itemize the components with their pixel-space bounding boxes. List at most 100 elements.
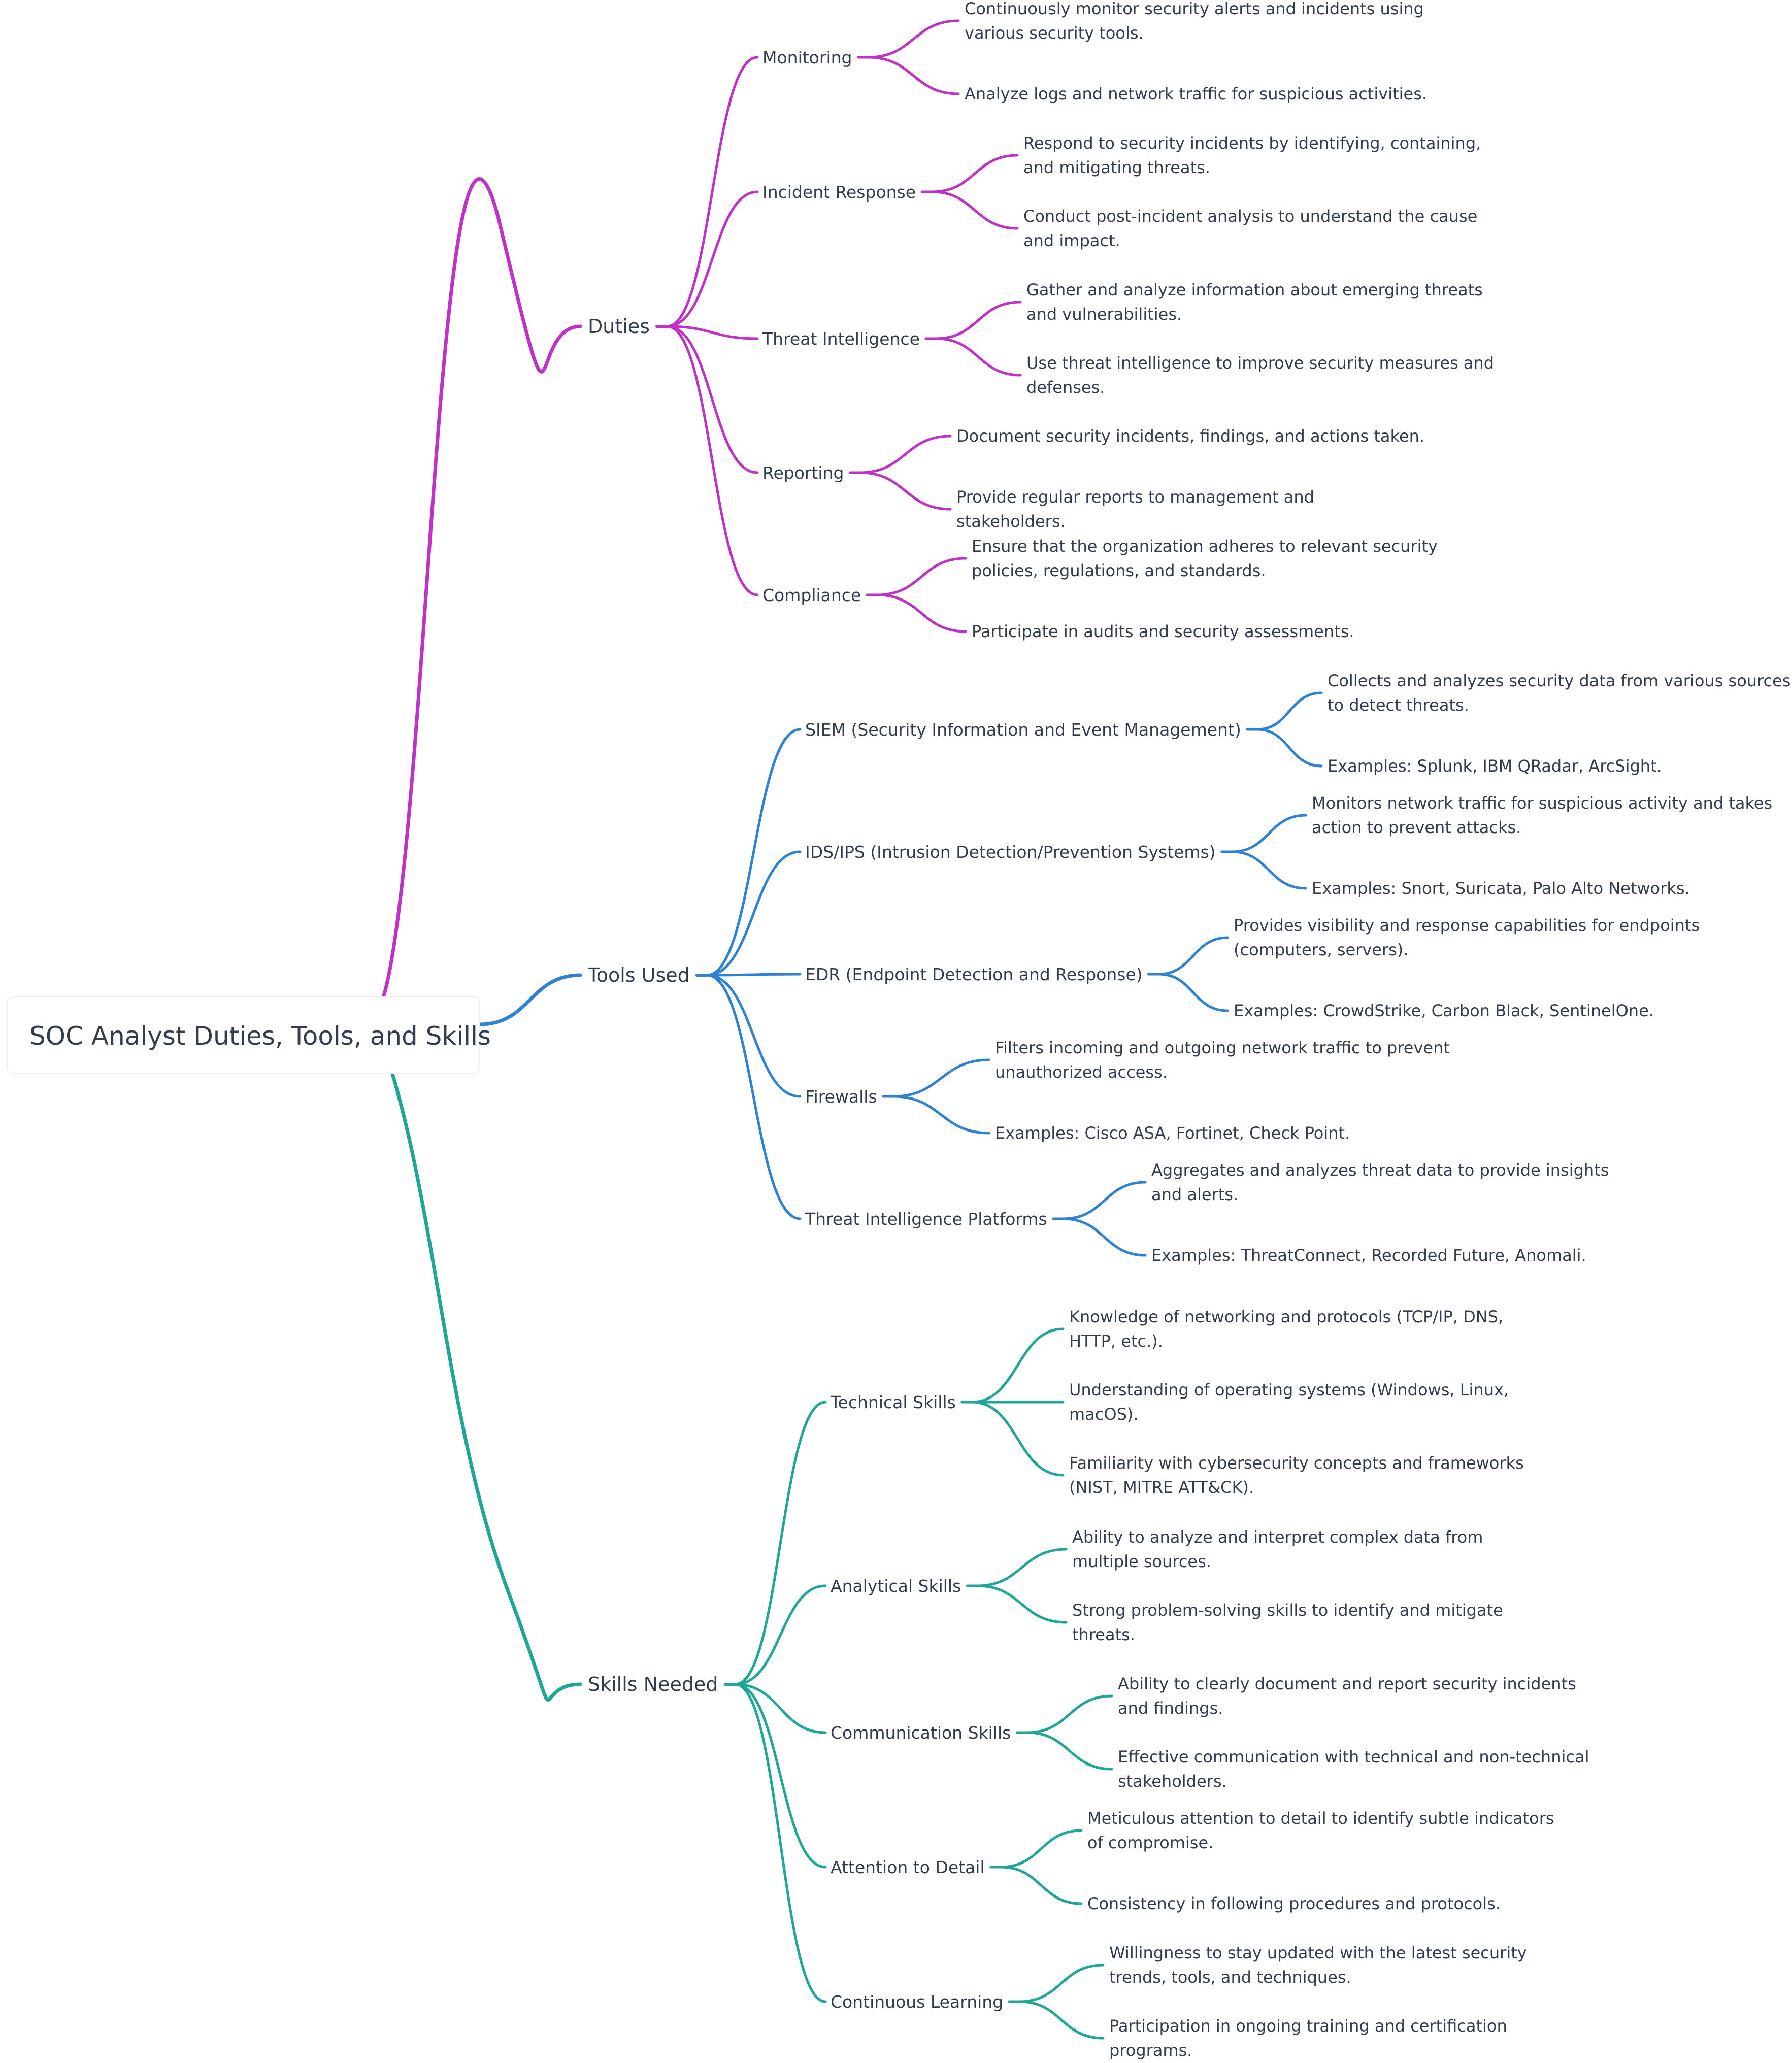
detail-text: Meticulous attention to detail to identi…	[1087, 1809, 1554, 1828]
detail-text: Familiarity with cybersecurity concepts …	[1069, 1453, 1524, 1473]
branch-connector-1	[478, 973, 582, 1026]
topic-label: IDS/IPS (Intrusion Detection/Prevention …	[805, 842, 1216, 862]
detail-connector	[876, 593, 967, 633]
detail-text: Gather and analyze information about eme…	[1026, 280, 1483, 300]
detail-connector	[876, 557, 967, 596]
topic-label: Attention to Detail	[831, 1857, 985, 1877]
detail-text: Analyze logs and network traffic for sus…	[965, 84, 1427, 104]
detail-text: various security tools.	[965, 23, 1144, 43]
detail-text: Participation in ongoing training and ce…	[1109, 2016, 1507, 2036]
detail-connector	[1000, 1829, 1083, 1869]
detail-connector	[892, 1058, 990, 1098]
topic-connector	[706, 974, 802, 1098]
topic-label: Incident Response	[762, 182, 916, 202]
detail-connector	[1256, 728, 1323, 768]
detail-text: threats.	[1072, 1625, 1135, 1644]
mindmap-nodes: SOC Analyst Duties, Tools, and Skills Dut…	[7, 0, 1790, 2060]
topic-connector	[734, 1401, 827, 1686]
detail-text: and impact.	[1023, 231, 1120, 250]
topic-label: Monitoring	[762, 48, 852, 68]
detail-connector	[971, 1401, 1065, 1477]
detail-text: multiple sources.	[1072, 1552, 1211, 1571]
detail-text: Examples: Snort, Suricata, Palo Alto Net…	[1312, 879, 1690, 898]
topic-connector	[734, 1683, 827, 2003]
connector-lines	[381, 19, 1323, 2040]
detail-text: of compromise.	[1087, 1833, 1213, 1852]
topic-label: Reporting	[762, 463, 844, 483]
detail-connector	[1157, 936, 1229, 976]
detail-text: Ability to analyze and interpret complex…	[1072, 1527, 1483, 1547]
root-node-box	[7, 996, 480, 1074]
topic-label: Threat Intelligence Platforms	[805, 1209, 1047, 1229]
detail-text: Ability to clearly document and report s…	[1118, 1674, 1576, 1693]
topic-connector	[666, 325, 759, 474]
detail-connector	[976, 1584, 1068, 1624]
detail-text: Provides visibility and response capabil…	[1234, 916, 1700, 935]
detail-text: Examples: Cisco ASA, Fortinet, Check Poi…	[995, 1123, 1350, 1143]
topic-connector	[734, 1683, 827, 1734]
detail-text: Participate in audits and security asses…	[972, 622, 1354, 641]
detail-connector	[931, 190, 1019, 230]
detail-text: programs.	[1109, 2041, 1192, 2060]
detail-text: (computers, servers).	[1234, 940, 1408, 959]
topic-label: EDR (Endpoint Detection and Response)	[805, 964, 1143, 984]
detail-connector	[867, 19, 960, 59]
detail-text: stakeholders.	[1118, 1772, 1227, 1791]
detail-connector	[1231, 814, 1307, 853]
detail-connector	[935, 337, 1022, 377]
detail-text: Understanding of operating systems (Wind…	[1069, 1380, 1509, 1400]
detail-connector	[931, 154, 1019, 193]
topic-connector	[706, 974, 802, 1220]
detail-connector	[971, 1327, 1065, 1404]
topic-connector	[666, 325, 759, 596]
detail-text: and mitigating threats.	[1023, 158, 1210, 177]
branch-label: Duties	[588, 315, 650, 338]
detail-text: Use threat intelligence to improve secur…	[1026, 353, 1494, 373]
detail-text: Aggregates and analyzes threat data to p…	[1151, 1160, 1609, 1180]
topic-label: Technical Skills	[830, 1392, 956, 1412]
topic-label: Compliance	[762, 585, 861, 605]
detail-connector	[1018, 2000, 1105, 2040]
detail-text: unauthorized access.	[995, 1062, 1168, 1082]
topic-connector	[666, 325, 759, 340]
detail-connector	[1018, 1964, 1105, 2003]
topic-label: Continuous Learning	[831, 1992, 1003, 2012]
detail-connector	[1256, 691, 1323, 731]
detail-text: macOS).	[1069, 1405, 1139, 1424]
detail-connector	[867, 56, 960, 95]
topic-connector	[734, 1683, 827, 1869]
detail-connector	[1025, 1731, 1113, 1771]
topic-connector	[706, 973, 802, 977]
detail-text: Examples: Splunk, IBM QRadar, ArcSight.	[1328, 756, 1662, 776]
topic-connector	[706, 850, 802, 977]
detail-text: Knowledge of networking and protocols (T…	[1069, 1307, 1503, 1326]
topic-connector	[706, 728, 802, 977]
detail-connector	[935, 301, 1022, 340]
detail-text: Monitors network traffic for suspicious …	[1312, 793, 1772, 813]
topic-label: Firewalls	[805, 1087, 877, 1107]
detail-text: Conduct post-incident analysis to unders…	[1023, 207, 1477, 226]
detail-connector	[858, 471, 952, 511]
detail-text: Ensure that the organization adheres to …	[972, 537, 1438, 556]
detail-text: Collects and analyzes security data from…	[1328, 671, 1790, 690]
detail-text: to detect threats.	[1328, 695, 1469, 715]
root-node-title: SOC Analyst Duties, Tools, and Skills	[29, 1021, 491, 1051]
detail-text: Continuously monitor security alerts and…	[965, 0, 1424, 18]
detail-text: and alerts.	[1151, 1185, 1238, 1204]
detail-text: Consistency in following procedures and …	[1087, 1894, 1501, 1913]
detail-connector	[858, 435, 952, 474]
detail-connector	[1062, 1217, 1147, 1257]
detail-text: Effective communication with technical a…	[1118, 1747, 1589, 1767]
branch-label: Skills Needed	[588, 1673, 718, 1695]
detail-text: action to prevent attacks.	[1312, 818, 1521, 837]
detail-text: Document security incidents, findings, a…	[956, 426, 1424, 446]
detail-text: Strong problem-solving skills to identif…	[1072, 1601, 1503, 1620]
topic-label: Communication Skills	[831, 1723, 1011, 1743]
detail-connector	[892, 1095, 990, 1135]
topic-label: SIEM (Security Information and Event Man…	[805, 720, 1241, 740]
branch-connector-0	[381, 177, 582, 1000]
branch-label: Tools Used	[587, 964, 690, 986]
detail-text: Examples: ThreatConnect, Recorded Future…	[1151, 1246, 1586, 1265]
detail-text: (NIST, MITRE ATT&CK).	[1069, 1478, 1254, 1497]
